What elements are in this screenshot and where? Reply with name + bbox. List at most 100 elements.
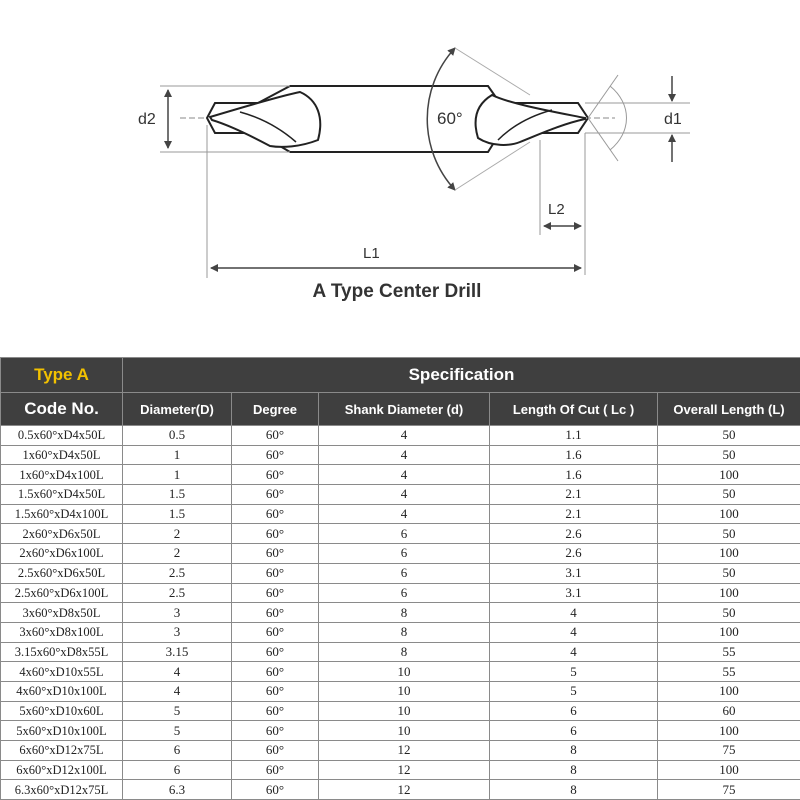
left-flute-inner (239, 111, 297, 143)
table-cell: 1.5 (122, 503, 232, 525)
table-cell: 5 (489, 661, 658, 682)
table-cell: 4 (489, 641, 658, 663)
table-cell: 0.5x60°xD4x50L (0, 425, 123, 446)
table-cell: 8 (489, 779, 658, 800)
table-cell: 6.3 (122, 779, 232, 800)
table-cell: 10 (318, 661, 490, 682)
table-cell: 12 (318, 740, 490, 761)
table-cell: 60° (231, 720, 319, 741)
table-cell: 3.15x60°xD8x55L (0, 641, 123, 663)
right-flute-inner (497, 109, 553, 141)
table-cell: 60° (231, 661, 319, 682)
table-cell: 6.3x60°xD12x75L (0, 779, 123, 800)
type-label: Type A (0, 357, 123, 393)
table-cell: 50 (656, 444, 800, 466)
table-cell: 5 (122, 700, 232, 722)
specification-label: Specification (121, 357, 800, 393)
table-cell: 60° (231, 444, 319, 466)
table-cell: 5x60°xD10x60L (0, 700, 123, 722)
table-cell: 60° (231, 484, 319, 505)
table-cell: 6 (122, 740, 232, 761)
table-cell: 1 (122, 444, 232, 466)
table-cell: 4 (318, 444, 490, 466)
table-cell: 60° (231, 464, 319, 486)
table-cell: 60° (231, 523, 319, 545)
table-cell: 10 (318, 700, 490, 722)
table-cell: 1.6 (489, 444, 658, 466)
table-cell: 10 (318, 720, 490, 741)
l1-label: L1 (363, 245, 380, 262)
table-cell: 2.5 (122, 582, 232, 604)
table-cell: 5 (122, 720, 232, 741)
table-cell: 2 (122, 543, 232, 564)
table-cell: 6 (318, 523, 490, 545)
column-header-degree: Degree (231, 392, 319, 426)
table-cell: 6 (489, 720, 658, 741)
table-cell: 4 (489, 602, 658, 623)
right-flute (474, 93, 586, 146)
table-cell: 10 (318, 680, 490, 702)
table-cell: 4 (122, 661, 232, 682)
table-cell: 2.5x60°xD6x100L (0, 582, 123, 604)
table-cell: 6 (489, 700, 658, 722)
table-cell: 60° (231, 503, 319, 525)
table-cell: 60° (231, 779, 319, 800)
table-cell: 3.15 (122, 641, 232, 663)
table-cell: 4 (318, 503, 490, 525)
column-header-shank-diameter: Shank Diameter (d) (318, 392, 490, 426)
table-cell: 75 (656, 779, 800, 800)
d1-label: d1 (664, 111, 682, 128)
table-cell: 4 (318, 484, 490, 505)
table-cell: 60° (231, 621, 319, 643)
table-cell: 2.1 (489, 484, 658, 505)
table-cell: 4 (489, 621, 658, 643)
table-cell: 60° (231, 562, 319, 584)
column-header-diameter: Diameter(D) (122, 392, 232, 426)
table-cell: 100 (656, 464, 800, 486)
table-cell: 2 (122, 523, 232, 545)
angle-arc (426, 47, 456, 191)
l2-label: L2 (548, 201, 565, 218)
table-cell: 1.6 (489, 464, 658, 486)
angle-ray-upper (454, 47, 531, 96)
table-header-row-2: Code No. Diameter(D) Degree Shank Diamet… (0, 392, 800, 426)
table-cell: 2.5x60°xD6x50L (0, 562, 123, 584)
table-cell: 100 (656, 503, 800, 525)
table-header-row-1: Type A Specification (0, 357, 800, 393)
table-cell: 60° (231, 680, 319, 702)
table-cell: 3.1 (489, 562, 658, 584)
point-angle-line-lower (587, 117, 619, 162)
table-cell: 2.1 (489, 503, 658, 525)
table-cell: 50 (656, 425, 800, 446)
center-drill-diagram: d2 d1 60° L2 L1 A Type Center Drill (138, 47, 690, 302)
table-cell: 1x60°xD4x50L (0, 444, 123, 466)
table-cell: 6 (318, 543, 490, 564)
table-cell: 8 (318, 621, 490, 643)
table-cell: 6x60°xD12x75L (0, 740, 123, 761)
diagram-caption: A Type Center Drill (313, 281, 482, 302)
table-cell: 50 (656, 562, 800, 584)
table-cell: 60° (231, 543, 319, 564)
table-cell: 60° (231, 700, 319, 722)
table-cell: 8 (318, 641, 490, 663)
table-cell: 100 (656, 582, 800, 604)
table-cell: 4 (318, 464, 490, 486)
table-cell: 3x60°xD8x50L (0, 602, 123, 623)
d2-label: d2 (138, 111, 156, 128)
table-cell: 100 (656, 759, 800, 781)
table-cell: 60° (231, 425, 319, 446)
table-cell: 100 (656, 720, 800, 741)
table-cell: 3x60°xD8x100L (0, 621, 123, 643)
table-cell: 2x60°xD6x50L (0, 523, 123, 545)
